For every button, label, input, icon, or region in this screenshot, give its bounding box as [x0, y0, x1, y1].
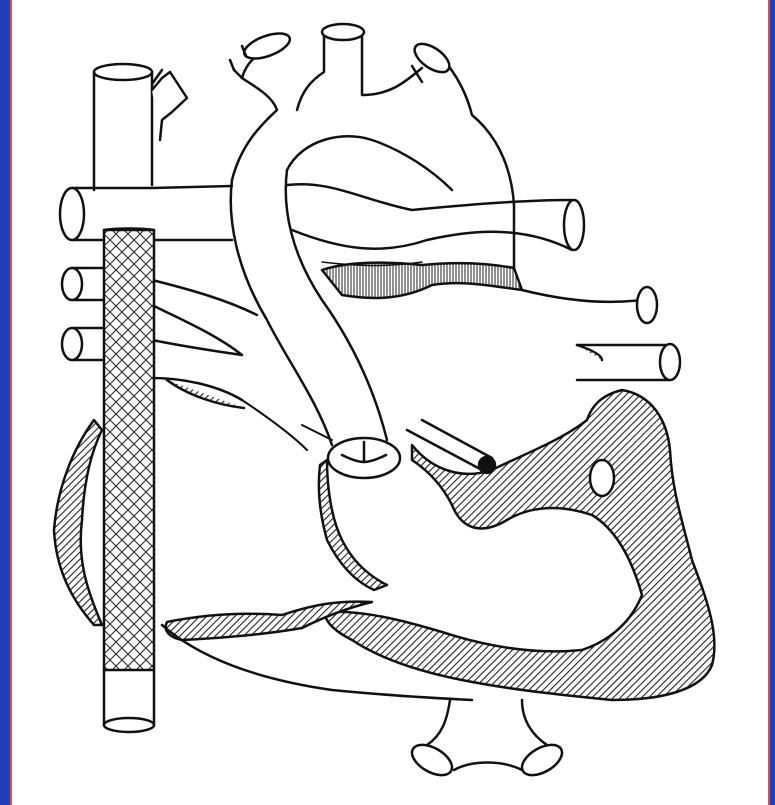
diagram-panel — [10, 0, 770, 805]
left-ventricle-wall — [326, 390, 715, 700]
ventricle-inner-strokes — [242, 400, 332, 450]
foramen-opening — [590, 460, 614, 496]
superior-vena-cava — [94, 64, 152, 190]
stented-conduit — [104, 229, 154, 733]
atrial-wall-left — [54, 420, 102, 625]
ascending-aorta — [231, 170, 387, 445]
pulmonary-artery — [287, 184, 584, 250]
left-atrium-roof — [322, 262, 522, 298]
left-subclavian-artery — [410, 38, 454, 82]
left-pulmonary-veins — [522, 287, 680, 380]
heart-diagram — [12, 0, 772, 805]
inferior-vena-cava — [407, 700, 567, 781]
right-atrium-wall — [152, 280, 257, 408]
azygos-branch — [152, 70, 187, 140]
left-carotid-artery — [322, 24, 364, 40]
brachiocephalic-artery — [230, 28, 293, 70]
right-ventricle-outflow — [319, 460, 387, 590]
aortic-arch — [232, 32, 514, 280]
aortic-valve — [328, 438, 400, 478]
